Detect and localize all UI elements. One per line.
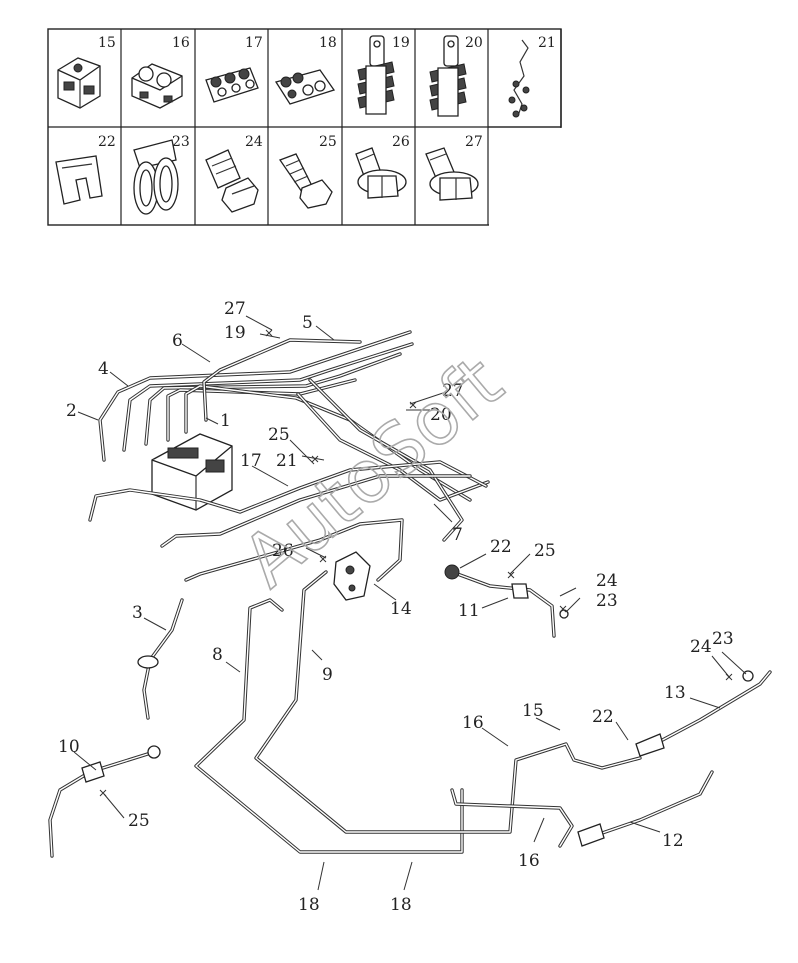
callout-9: 9 bbox=[322, 665, 333, 685]
callout-11: 11 bbox=[458, 601, 480, 621]
callout-5: 5 bbox=[302, 313, 313, 333]
callout-2: 2 bbox=[66, 401, 77, 421]
legend-num-26: 26 bbox=[392, 134, 410, 150]
bracket-clip-icon bbox=[357, 35, 395, 115]
legend-num-16: 16 bbox=[172, 35, 190, 51]
callout-20: 20 bbox=[430, 405, 452, 425]
bracket-clip-icon bbox=[429, 35, 467, 117]
flange-bolt-icon bbox=[355, 147, 407, 199]
legend-num-18: 18 bbox=[319, 35, 337, 51]
legend-num-19: 19 bbox=[392, 35, 410, 51]
callout-27a: 27 bbox=[224, 299, 246, 319]
callout-27b: 27 bbox=[442, 381, 464, 401]
callout-17: 17 bbox=[240, 451, 262, 471]
callout-16a: 16 bbox=[462, 713, 484, 733]
callout-4: 4 bbox=[98, 359, 109, 379]
callout-26: 26 bbox=[272, 541, 294, 561]
callout-7: 7 bbox=[452, 525, 463, 545]
flex-hose-3 bbox=[137, 598, 184, 720]
callout-19: 19 bbox=[224, 323, 246, 343]
callout-16b: 16 bbox=[518, 851, 540, 871]
callout-22a: 22 bbox=[490, 537, 512, 557]
proportioning-valve-14 bbox=[333, 551, 371, 601]
flange-bolt-icon bbox=[425, 147, 479, 201]
legend-num-15: 15 bbox=[98, 35, 116, 51]
legend-num-17: 17 bbox=[245, 35, 263, 51]
hose-11 bbox=[444, 564, 569, 638]
callout-23b: 23 bbox=[712, 629, 734, 649]
legend-num-20: 20 bbox=[465, 35, 483, 51]
quad-clip-icon bbox=[274, 69, 336, 105]
callout-13: 13 bbox=[664, 683, 686, 703]
callout-22b: 22 bbox=[592, 707, 614, 727]
callout-6: 6 bbox=[172, 331, 183, 351]
bolt-icon bbox=[278, 153, 333, 209]
legend-num-25: 25 bbox=[319, 134, 337, 150]
callout-12: 12 bbox=[662, 831, 684, 851]
autosoft-watermark: AutoSoft bbox=[227, 340, 518, 603]
parts-legend-table: 15 16 17 18 19 20 21 22 23 24 25 26 27 bbox=[47, 28, 562, 226]
callout-3: 3 bbox=[132, 603, 143, 623]
callout-25b: 25 bbox=[534, 541, 556, 561]
triple-clip-icon bbox=[205, 67, 259, 103]
wire-clip-icon bbox=[508, 39, 530, 118]
clip-block-icon bbox=[57, 57, 101, 109]
callout-18a: 18 bbox=[298, 895, 320, 915]
retainer-plate-icon bbox=[55, 155, 103, 205]
callout-23a: 23 bbox=[596, 591, 618, 611]
pipe-assembly: 1 2 3 4 5 6 7 8 9 10 11 12 13 14 15 16 1… bbox=[48, 299, 772, 915]
legend-num-27: 27 bbox=[465, 134, 483, 150]
callout-21: 21 bbox=[276, 451, 298, 471]
callout-25c: 25 bbox=[128, 811, 150, 831]
callout-14: 14 bbox=[390, 599, 412, 619]
hose-13 bbox=[635, 670, 772, 757]
callout-1: 1 bbox=[220, 411, 231, 431]
callout-24a: 24 bbox=[596, 571, 618, 591]
callout-8: 8 bbox=[212, 645, 223, 665]
callout-18b: 18 bbox=[390, 895, 412, 915]
banjo-bolt-icon bbox=[205, 149, 259, 213]
legend-num-24: 24 bbox=[245, 134, 263, 150]
legend-num-23: 23 bbox=[172, 134, 190, 150]
hose-12 bbox=[577, 770, 714, 847]
callout-24b: 24 bbox=[690, 637, 712, 657]
legend-num-22: 22 bbox=[98, 134, 116, 150]
callout-15: 15 bbox=[522, 701, 544, 721]
abs-modulator-unit bbox=[151, 433, 233, 511]
upper-pipe-bundle bbox=[98, 330, 490, 542]
callout-25a: 25 bbox=[268, 425, 290, 445]
callout-10: 10 bbox=[58, 737, 80, 757]
double-clip-icon bbox=[131, 63, 183, 109]
legend-num-21: 21 bbox=[538, 35, 556, 51]
washer-icon bbox=[133, 139, 179, 215]
hose-10 bbox=[48, 745, 161, 858]
